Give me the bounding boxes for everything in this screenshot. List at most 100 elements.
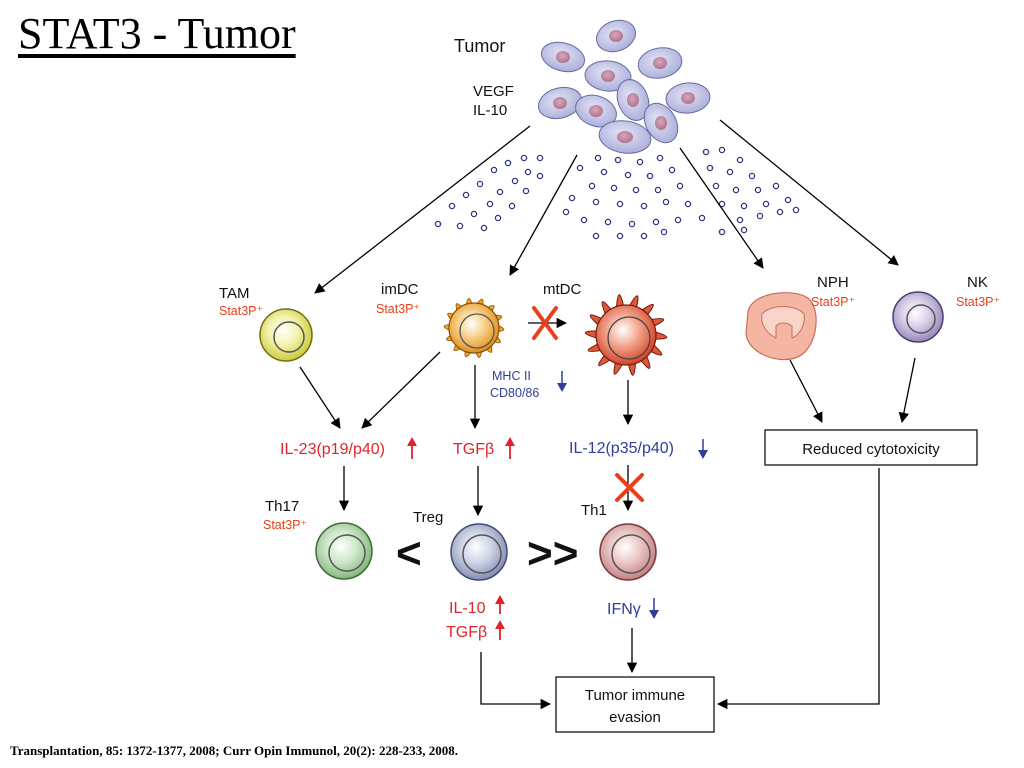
tumor-arrows bbox=[314, 119, 899, 294]
tgfb-label: TGFβ bbox=[453, 441, 494, 458]
vesicle bbox=[712, 182, 720, 190]
treg-label: Treg bbox=[413, 509, 443, 526]
arrow-nk-to-reduced bbox=[898, 357, 916, 424]
vesicle bbox=[476, 180, 484, 188]
vesicle bbox=[470, 210, 478, 218]
maturation-block-x-icon bbox=[532, 306, 558, 340]
vesicle bbox=[604, 218, 612, 226]
nk-cell bbox=[892, 291, 944, 343]
nph-label: NPH bbox=[817, 274, 849, 291]
vesicle bbox=[640, 202, 648, 210]
vesicle bbox=[448, 202, 456, 210]
down-arrow-icon bbox=[698, 439, 708, 459]
arrow-tumor-to-imdc bbox=[509, 154, 578, 276]
vesicle bbox=[652, 218, 660, 226]
mid-arrows bbox=[299, 351, 916, 430]
vesicle bbox=[624, 171, 632, 179]
tumor-cell-cluster bbox=[537, 19, 711, 154]
ifng-label: IFNγ bbox=[607, 601, 641, 618]
nk-label: NK bbox=[967, 274, 988, 291]
arrow-tumor-to-nph bbox=[679, 147, 764, 269]
arrow-imdc-to-il23 bbox=[361, 351, 441, 429]
arrow-treg-to-evasion bbox=[480, 652, 552, 710]
tumor-cell bbox=[596, 19, 636, 53]
il10-label: IL-10 bbox=[449, 600, 486, 617]
vesicle bbox=[520, 154, 528, 162]
vesicle bbox=[614, 156, 622, 164]
vesicle bbox=[736, 216, 744, 224]
vesicle bbox=[676, 182, 684, 190]
vesicle bbox=[486, 200, 494, 208]
vesicle bbox=[674, 216, 682, 224]
vesicle bbox=[456, 222, 464, 230]
vesicle bbox=[632, 186, 640, 194]
il10-secreted-label: IL-10 bbox=[473, 102, 507, 119]
vesicle bbox=[740, 226, 748, 234]
tumor-cell bbox=[643, 102, 679, 144]
mtdc-cell bbox=[584, 294, 668, 376]
vesicle bbox=[568, 194, 576, 202]
nph-cell bbox=[745, 292, 817, 361]
vesicle bbox=[662, 198, 670, 206]
th17-stat3p: Stat3P⁺ bbox=[263, 518, 307, 532]
th17-label: Th17 bbox=[265, 498, 299, 515]
vesicle bbox=[536, 154, 544, 162]
vesicle bbox=[628, 220, 636, 228]
vesicle bbox=[508, 202, 516, 210]
vesicle bbox=[504, 159, 512, 167]
arrow-tumor-to-nk bbox=[719, 119, 899, 266]
much-greater-than-sign: >> bbox=[527, 529, 578, 578]
nk-stat3p: Stat3P⁺ bbox=[956, 295, 1000, 309]
up-arrow-icon bbox=[495, 595, 505, 614]
vesicle bbox=[684, 200, 692, 208]
arrow-reduced-to-evasion bbox=[716, 468, 880, 710]
vesicle bbox=[616, 200, 624, 208]
vesicle bbox=[524, 168, 532, 176]
arrow-nph-to-reduced bbox=[789, 359, 823, 423]
less-than-sign: < bbox=[396, 529, 422, 578]
vesicle bbox=[480, 224, 488, 232]
tam-cell bbox=[259, 308, 313, 362]
th1-cell bbox=[599, 523, 657, 581]
vesicle bbox=[636, 158, 644, 166]
vesicle bbox=[776, 208, 784, 216]
tumor-label: Tumor bbox=[454, 36, 505, 56]
vesicle bbox=[580, 216, 588, 224]
reduced-cytotoxicity-label: Reduced cytotoxicity bbox=[802, 441, 940, 458]
vegf-label: VEGF bbox=[473, 83, 514, 100]
down-arrow-icon bbox=[649, 598, 659, 619]
arrow-tumor-to-tam bbox=[314, 125, 531, 294]
vesicle bbox=[756, 212, 764, 220]
imdc-stat3p: Stat3P⁺ bbox=[376, 302, 420, 316]
il12-label: IL-12(p35/p40) bbox=[569, 440, 674, 457]
tumor-cell bbox=[584, 60, 632, 92]
vesicle bbox=[656, 154, 664, 162]
mtdc-label: mtDC bbox=[543, 281, 581, 298]
th1-label: Th1 bbox=[581, 502, 607, 519]
vesicle bbox=[616, 232, 624, 240]
vesicle bbox=[792, 206, 800, 214]
evasion-label-line1: Tumor immune bbox=[585, 687, 685, 704]
citation: Transplantation, 85: 1372-1377, 2008; Cu… bbox=[10, 743, 459, 758]
tumor-cell bbox=[616, 79, 650, 121]
evasion-label-line2: evasion bbox=[609, 709, 661, 726]
tumor-cell bbox=[598, 120, 652, 154]
vesicle bbox=[660, 228, 668, 236]
tumor-cell bbox=[665, 82, 711, 114]
vesicle bbox=[496, 188, 504, 196]
vesicle bbox=[494, 214, 502, 222]
vesicle bbox=[594, 154, 602, 162]
vesicle bbox=[762, 200, 770, 208]
vesicle bbox=[576, 164, 584, 172]
cd80-86-label: CD80/86 bbox=[490, 386, 539, 400]
vesicle bbox=[536, 172, 544, 180]
vesicle bbox=[588, 182, 596, 190]
vesicle bbox=[784, 196, 792, 204]
vesicle bbox=[740, 202, 748, 210]
tgfb-treg-label: TGFβ bbox=[446, 624, 487, 641]
vesicle bbox=[490, 166, 498, 174]
il23-label: IL-23(p19/p40) bbox=[280, 441, 385, 458]
th17-cell bbox=[315, 522, 373, 580]
nph-stat3p: Stat3P⁺ bbox=[811, 295, 855, 309]
